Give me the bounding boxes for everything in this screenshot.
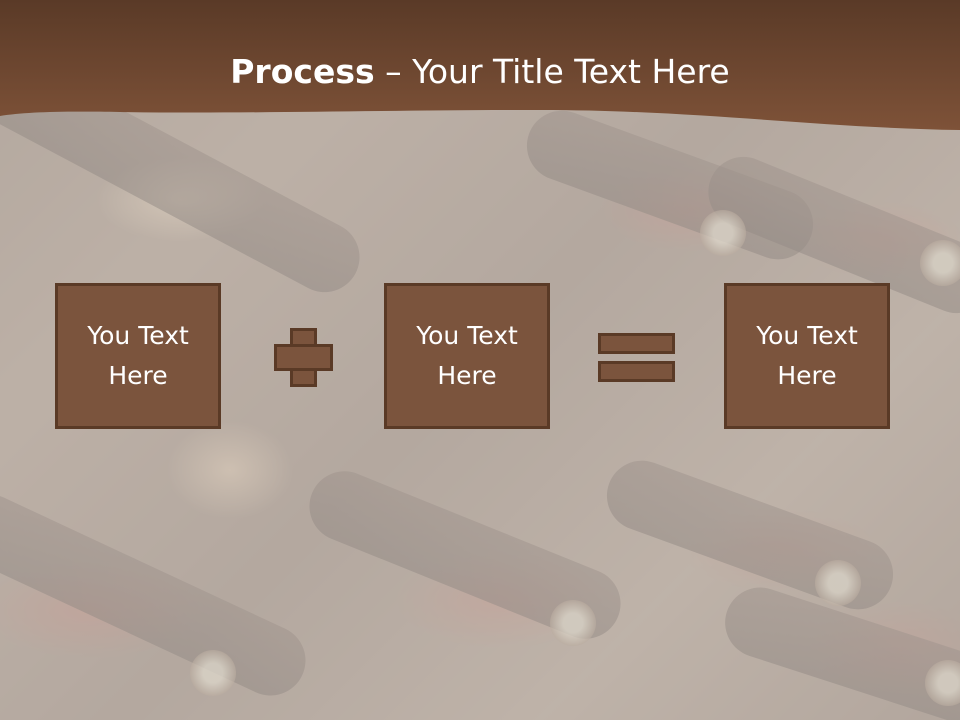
process-box-1[interactable]: You Text Here xyxy=(55,283,221,429)
slide-title-rest: – Your Title Text Here xyxy=(374,52,730,91)
title-banner xyxy=(0,0,960,130)
slide-title: Process – Your Title Text Here xyxy=(0,52,960,91)
process-box-3-text: You Text Here xyxy=(756,321,858,390)
slide-title-bold: Process xyxy=(230,52,375,91)
process-box-2-text: You Text Here xyxy=(416,321,518,390)
process-box-2[interactable]: You Text Here xyxy=(384,283,550,429)
process-box-3[interactable]: You Text Here xyxy=(724,283,890,429)
process-box-1-text: You Text Here xyxy=(87,321,189,390)
